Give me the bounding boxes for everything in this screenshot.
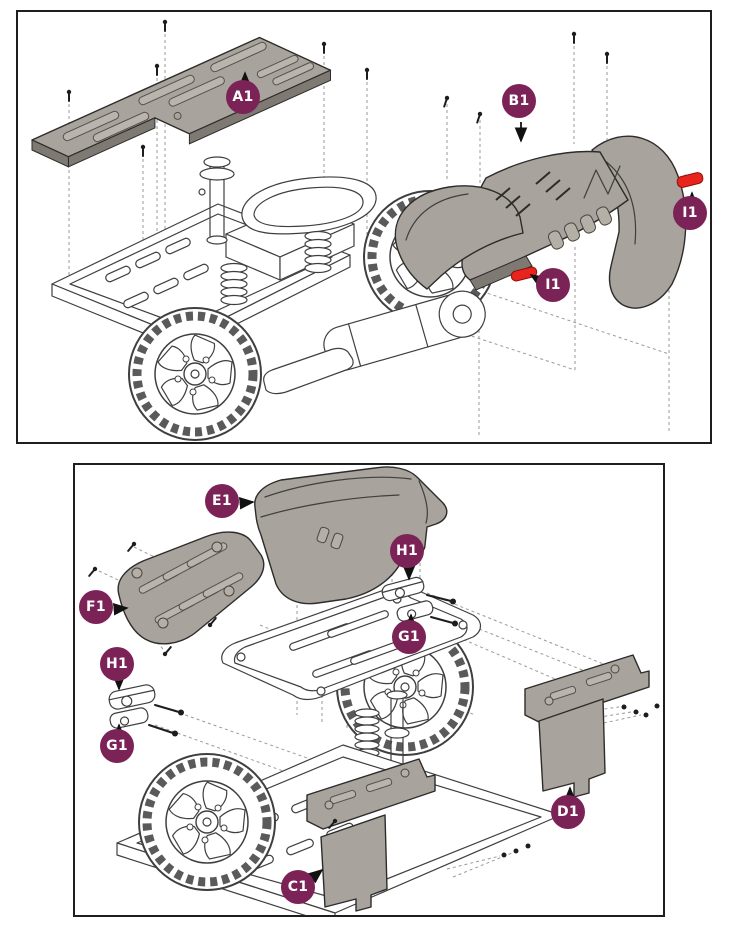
- frame-handle-loop: [241, 176, 377, 235]
- suspension-springs: [220, 230, 332, 306]
- callout-i1-left-label: I1: [545, 277, 561, 293]
- bottom-exploded-view-art: [88, 466, 660, 915]
- rear-wheel-left: [129, 308, 261, 440]
- callout-b1: B1: [502, 84, 536, 118]
- callout-c1: C1: [281, 870, 315, 904]
- callout-g1-right-label: G1: [398, 629, 420, 645]
- deck-slots: [105, 237, 209, 309]
- callout-g1-right: G1: [392, 620, 426, 654]
- part-c1-left-side-panel: [306, 758, 436, 912]
- callout-h1-left-label: H1: [105, 656, 129, 672]
- callout-a1: A1: [226, 80, 260, 114]
- chassis-line-art: [116, 585, 562, 915]
- part-b1-rear-body-cowl: [394, 135, 687, 309]
- callout-i1-right: I1: [673, 196, 707, 230]
- panel-screw-dots: [501, 703, 660, 858]
- diagram-panel-top: [16, 10, 712, 444]
- seat-post: [198, 156, 235, 245]
- callout-c1-label: C1: [287, 879, 309, 895]
- callout-b1-label: B1: [508, 93, 530, 109]
- cowl-rear-tabs: [547, 206, 613, 250]
- rear-bumper: [263, 347, 354, 395]
- motor-assembly: [323, 290, 486, 371]
- part-h1-marker-lamp-right: [381, 576, 456, 605]
- diagram-panel-bottom: [73, 463, 665, 917]
- callout-h1-right-label: H1: [395, 543, 419, 559]
- part-d1-right-side-panel: [501, 654, 660, 858]
- part-h1-marker-lamp-left: [108, 684, 184, 716]
- chassis-line-art: [51, 156, 496, 440]
- part-f1-access-plate: [117, 531, 265, 645]
- rear-wheel-left: [139, 754, 275, 890]
- screws: [88, 541, 338, 829]
- callout-h1-left: H1: [100, 647, 134, 681]
- top-exploded-view-art: [31, 19, 704, 442]
- callout-i1-right-label: I1: [682, 205, 698, 221]
- callout-i1-left: I1: [536, 268, 570, 302]
- callout-e1-label: E1: [212, 493, 232, 509]
- part-g1-marker-lamp-left: [109, 707, 178, 737]
- callout-g1-left: G1: [100, 729, 134, 763]
- callout-f1-label: F1: [86, 599, 106, 615]
- part-i1-reflector-right: [676, 172, 704, 188]
- callout-d1: D1: [551, 795, 585, 829]
- cowl-vents: [495, 171, 571, 217]
- callout-g1-left-label: G1: [106, 738, 128, 754]
- screws: [66, 19, 610, 157]
- callout-e1: E1: [205, 484, 239, 518]
- callout-f1: F1: [79, 590, 113, 624]
- callout-d1-label: D1: [557, 804, 579, 820]
- callout-a1-label: A1: [232, 89, 254, 105]
- part-a1-floor-deck-panel: [31, 36, 332, 168]
- callout-h1-right: H1: [390, 534, 424, 568]
